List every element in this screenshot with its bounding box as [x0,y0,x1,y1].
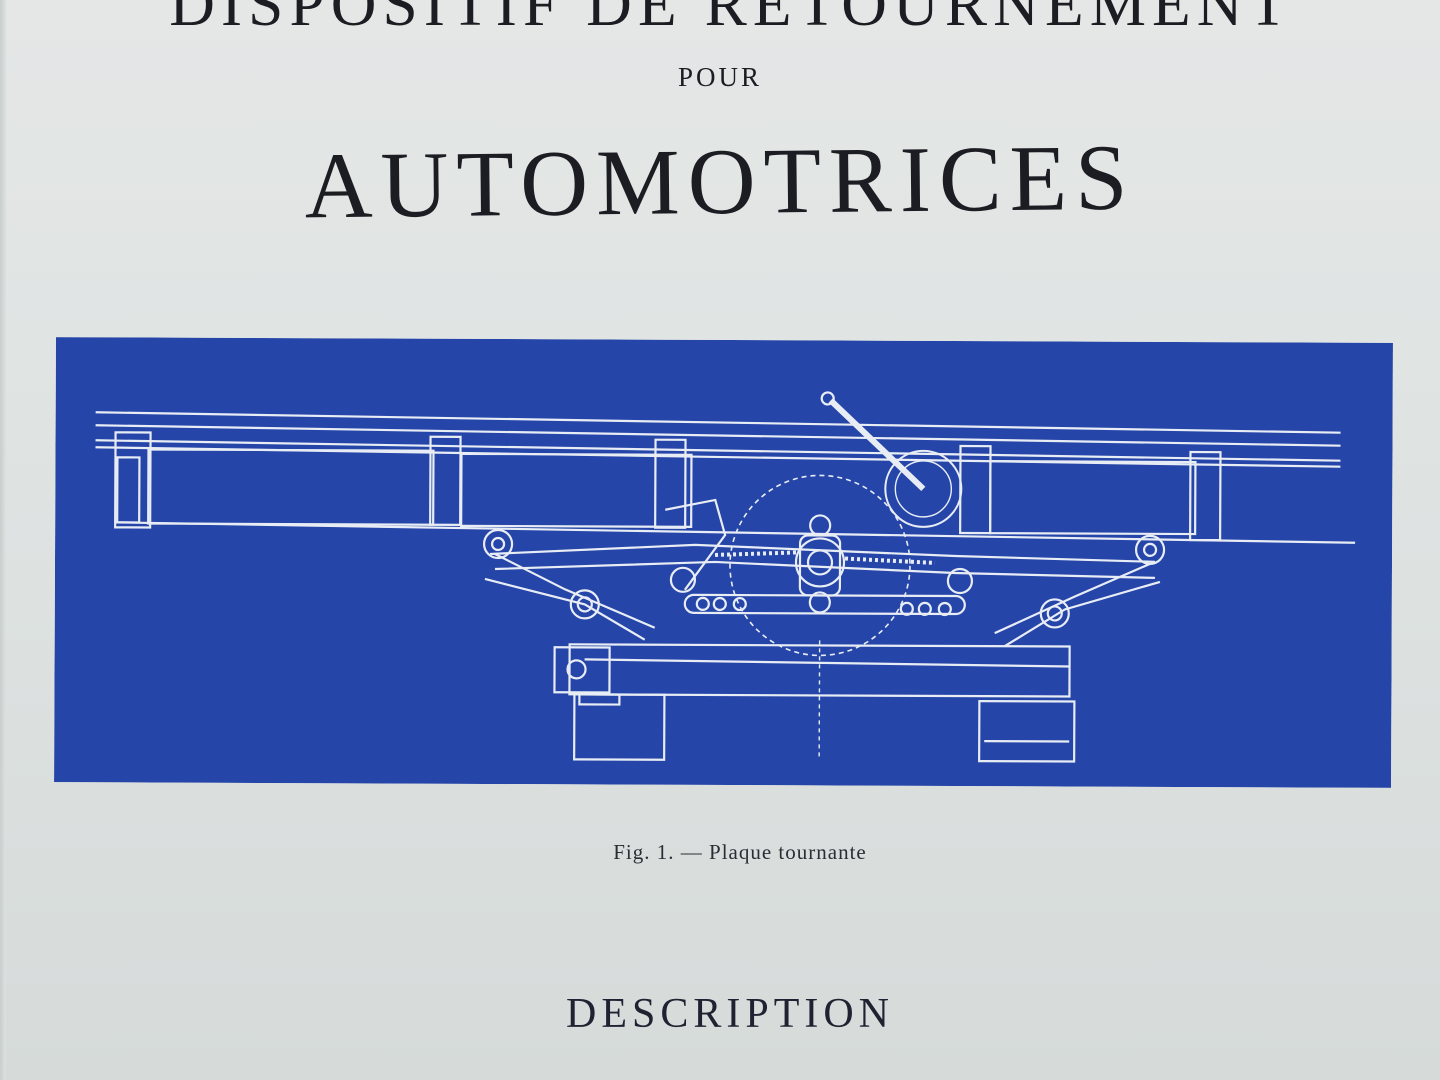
figure-caption: Fig. 1. — Plaque tournante [613,840,867,864]
section-heading: DESCRIPTION [565,991,895,1037]
title-connector: POUR [677,62,763,92]
blueprint-lines [95,391,1356,763]
title-partial: DISPOSITIF DE RETOURNEMENT [169,0,1294,39]
blueprint-figure [54,337,1393,788]
page-edge [0,0,6,1080]
main-title: AUTOMOTRICES [304,125,1136,239]
turntable-drawing [54,337,1393,788]
